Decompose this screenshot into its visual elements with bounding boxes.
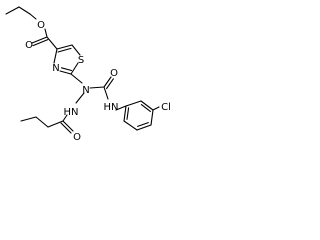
bond [89,86,105,89]
bond [136,124,152,131]
bond [32,39,49,47]
atom-label-ester-oxygen: O [37,20,45,31]
atom-label-thiazole-nitrogen: N [52,63,59,74]
bond [44,28,48,38]
bond [140,104,151,112]
bond [137,122,149,127]
atom-label-thiazole-sulfur: S [78,55,84,66]
atom-label-urea-oxygen: O [110,68,118,79]
bond [103,76,112,88]
bond [70,73,83,84]
atom-label-hydrazine-nitrogen: N [82,85,89,96]
bond [140,100,154,111]
bond [106,78,114,90]
bond [59,70,72,75]
bond [123,105,127,122]
chemical-structure-drawing: O O S N N HN O HN O Cl [5,6,171,143]
bond [35,116,49,128]
bond [125,100,142,107]
bond [60,67,73,72]
bond-lines [5,6,160,134]
atom-label-acyl-oxygen: O [73,132,81,143]
bond [62,114,68,122]
bond [150,109,154,126]
bond [75,92,85,104]
atom-label-chlorine: Cl [161,102,171,113]
bond [115,105,127,111]
bond [70,62,79,75]
bond [20,116,37,122]
bond [71,44,81,56]
bond [152,106,160,111]
bond [56,44,73,50]
atom-labels: O O S N N HN O HN O Cl [25,20,171,143]
bond [18,6,31,15]
atom-label-hydrazine-nh: HN [64,107,79,118]
atom-label-urea-nh: HN [104,102,119,113]
bond [62,120,74,132]
bond [123,120,138,131]
atom-label-ester-carbonyl-oxygen: O [25,40,33,51]
bond [5,6,20,15]
bond [103,86,109,100]
bond [46,36,58,50]
bond [29,13,37,20]
bond [60,122,72,134]
bond [53,48,58,64]
bond [57,47,72,53]
bond [47,120,64,128]
bond [126,107,130,120]
bond [31,36,48,44]
